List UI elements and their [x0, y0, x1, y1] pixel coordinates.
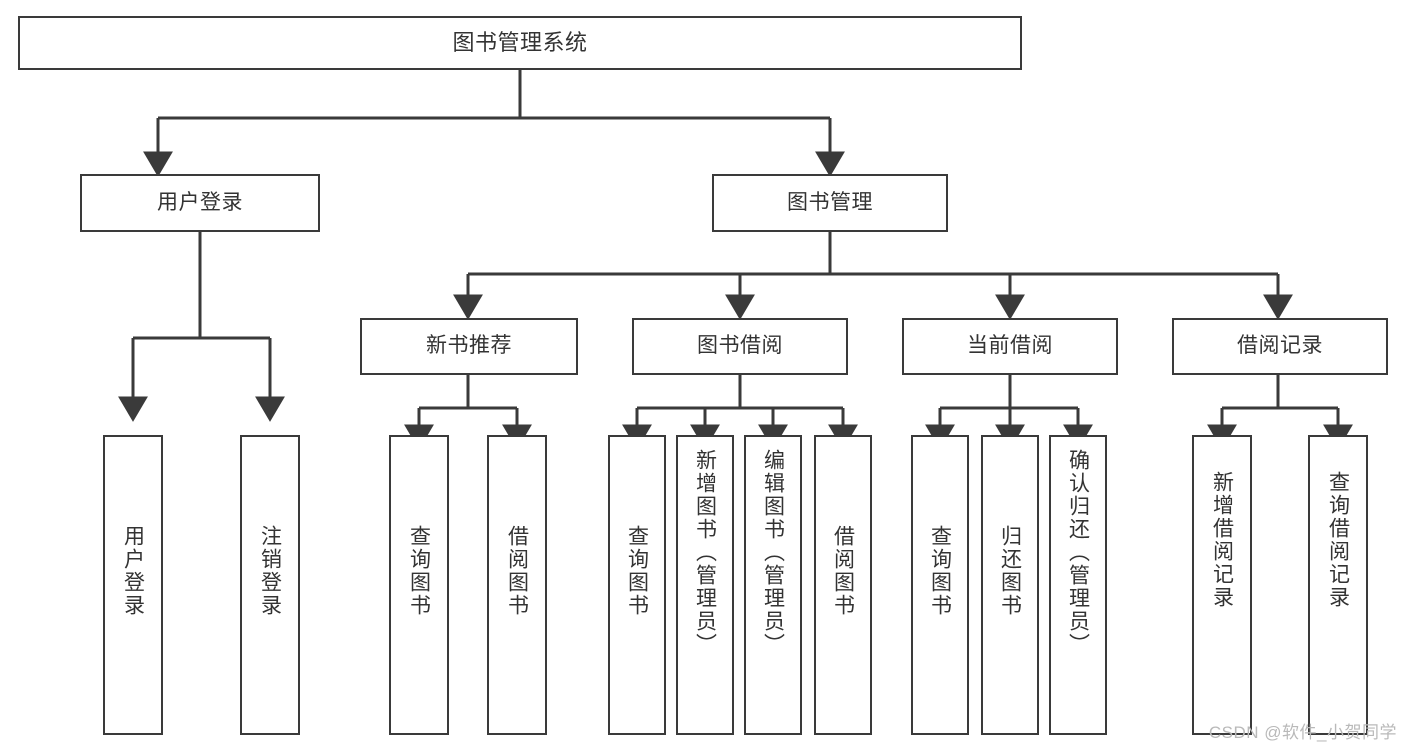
leaf-current-borrow-confirm[interactable]: 确认归还（管理员）	[1049, 435, 1107, 735]
leaf-borrow-record-query[interactable]: 查询借阅记录	[1308, 435, 1368, 735]
leaf-book-borrow-edit[interactable]: 编辑图书（管理员）	[744, 435, 802, 735]
leaf-current-borrow-return-label: 归还图书	[998, 525, 1022, 617]
node-book-management-label: 图书管理	[787, 190, 873, 214]
node-user-login-label: 用户登录	[157, 190, 243, 214]
node-current-borrow[interactable]: 当前借阅	[902, 318, 1118, 375]
node-root-label: 图书管理系统	[452, 30, 588, 56]
leaf-new-book-query[interactable]: 查询图书	[389, 435, 449, 735]
node-user-login[interactable]: 用户登录	[80, 174, 320, 232]
leaf-new-book-borrow-label: 借阅图书	[505, 525, 529, 617]
node-borrow-record-label: 借阅记录	[1237, 334, 1323, 358]
leaf-user-login-login[interactable]: 用户登录	[103, 435, 163, 735]
node-book-borrow[interactable]: 图书借阅	[632, 318, 848, 375]
leaf-borrow-record-add[interactable]: 新增借阅记录	[1192, 435, 1252, 735]
node-new-book-recommend-label: 新书推荐	[426, 334, 512, 358]
node-borrow-record[interactable]: 借阅记录	[1172, 318, 1388, 375]
node-book-management[interactable]: 图书管理	[712, 174, 948, 232]
leaf-book-borrow-borrow[interactable]: 借阅图书	[814, 435, 872, 735]
leaf-current-borrow-confirm-label: 确认归还（管理员）	[1066, 449, 1090, 656]
leaf-current-borrow-query-label: 查询图书	[928, 525, 952, 617]
node-new-book-recommend[interactable]: 新书推荐	[360, 318, 578, 375]
leaf-borrow-record-add-label: 新增借阅记录	[1210, 471, 1234, 609]
leaf-borrow-record-query-label: 查询借阅记录	[1326, 471, 1350, 609]
leaf-user-login-logout[interactable]: 注销登录	[240, 435, 300, 735]
leaf-book-borrow-add-label: 新增图书（管理员）	[693, 449, 717, 656]
leaf-current-borrow-return[interactable]: 归还图书	[981, 435, 1039, 735]
leaf-new-book-borrow[interactable]: 借阅图书	[487, 435, 547, 735]
leaf-user-login-logout-label: 注销登录	[258, 525, 282, 617]
node-root[interactable]: 图书管理系统	[18, 16, 1022, 70]
node-current-borrow-label: 当前借阅	[967, 334, 1053, 358]
leaf-user-login-login-label: 用户登录	[121, 525, 145, 617]
leaf-book-borrow-add[interactable]: 新增图书（管理员）	[676, 435, 734, 735]
leaf-book-borrow-borrow-label: 借阅图书	[831, 525, 855, 617]
leaf-current-borrow-query[interactable]: 查询图书	[911, 435, 969, 735]
leaf-book-borrow-query[interactable]: 查询图书	[608, 435, 666, 735]
leaf-new-book-query-label: 查询图书	[407, 525, 431, 617]
leaf-book-borrow-edit-label: 编辑图书（管理员）	[761, 449, 785, 656]
node-book-borrow-label: 图书借阅	[697, 334, 783, 358]
leaf-book-borrow-query-label: 查询图书	[625, 525, 649, 617]
